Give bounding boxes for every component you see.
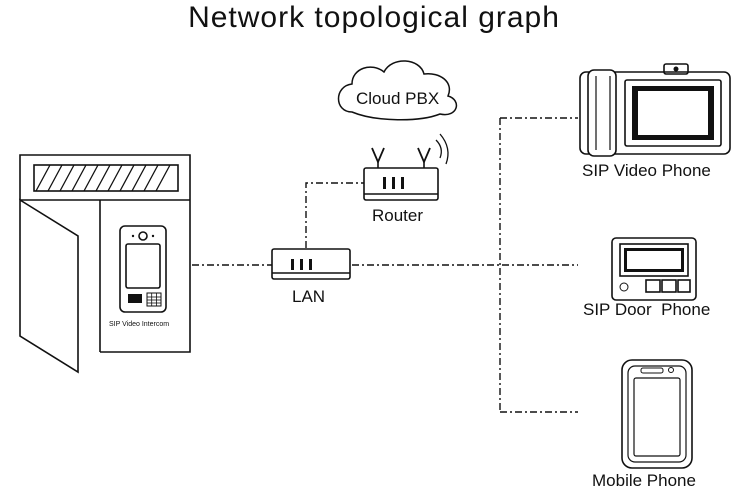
cloud-icon [337, 60, 458, 121]
mobile-phone-icon [621, 359, 693, 469]
connection-lines [192, 117, 578, 413]
switch-icon [271, 248, 351, 280]
diagram-title: Network topological graph [188, 1, 560, 34]
link-lan-router [305, 182, 364, 248]
cloud-pbx-label: Cloud PBX [356, 89, 440, 108]
door-intercom-icon [19, 154, 191, 374]
video-phone-icon [579, 63, 731, 157]
router-icon [363, 133, 449, 201]
mobile-phone-label: Mobile Phone [592, 471, 696, 490]
door-phone-icon [611, 237, 697, 301]
lan-label: LAN [292, 287, 326, 306]
video-phone-label: SIP Video Phone [582, 161, 711, 180]
router-label: Router [372, 206, 424, 225]
intercom-label: SIP Video Intercom [109, 321, 170, 328]
door-phone-label: SIP Door Phone [583, 300, 711, 319]
